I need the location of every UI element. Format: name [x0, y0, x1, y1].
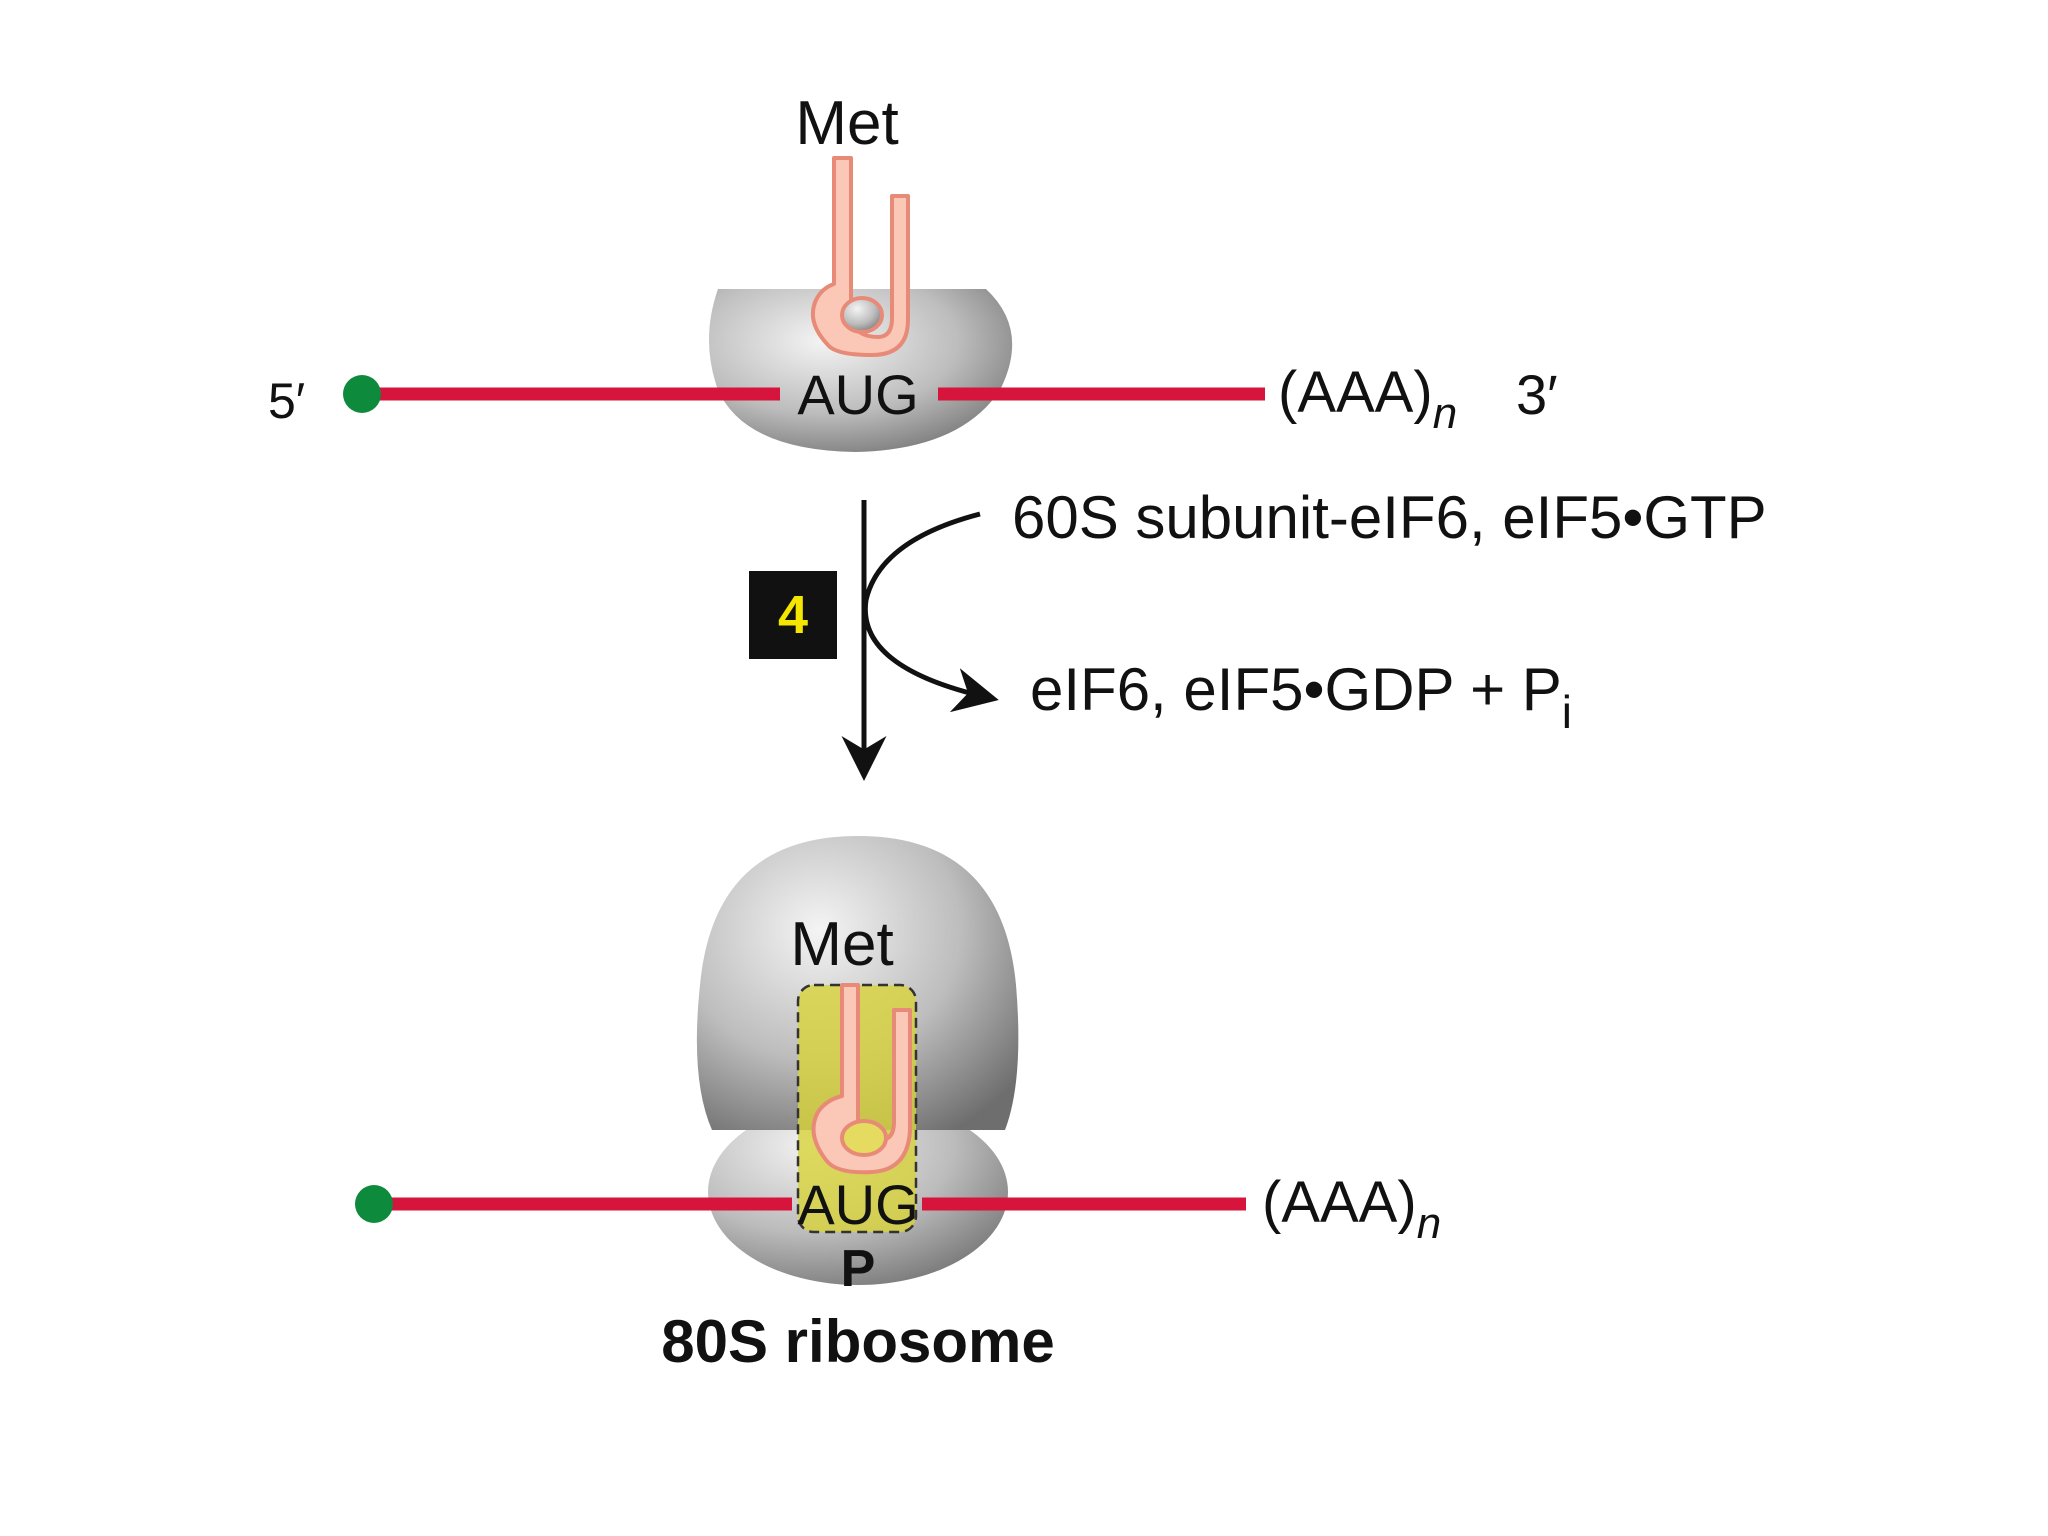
step-output-text: eIF6, eIF5•GDP + P	[1030, 656, 1562, 723]
top-met-label: Met	[795, 89, 898, 158]
step-output-label: eIF6, eIF5•GDP + Pi	[1030, 656, 1572, 738]
top-poly-a-tail: (AAA)n	[1278, 360, 1457, 438]
p-site-label: P	[841, 1240, 876, 1298]
bottom-poly-a-text: (AAA)	[1262, 1170, 1417, 1235]
trna-anticodon-loop-hole	[840, 296, 884, 334]
bottom-poly-a-tail: (AAA)n	[1262, 1170, 1441, 1248]
three-prime-label: 3′	[1516, 363, 1558, 426]
top-codon-label: AUG	[797, 363, 918, 426]
top-initiation-complex: Met AUG 5′ (AAA)n 3′	[268, 89, 1558, 452]
factor-exchange-arrow	[862, 511, 999, 713]
bottom-80s-ribosome: Met AUG P (AAA)n 80S ribosome	[355, 836, 1441, 1375]
five-prime-cap	[343, 375, 381, 413]
step-input-label: 60S subunit-eIF6, eIF5•GTP	[1012, 484, 1767, 551]
bottom-trna-loop-hole	[840, 1119, 888, 1157]
bottom-five-prime-cap	[355, 1185, 393, 1223]
bottom-codon-label: AUG	[797, 1173, 918, 1236]
small-ribosomal-subunit-40s	[709, 289, 1013, 452]
ribosome-title: 80S ribosome	[661, 1308, 1055, 1375]
step-output-subscript: i	[1562, 686, 1572, 738]
step-number-box	[749, 571, 837, 659]
step-4-transition: 4 60S subunit-eIF6, eIF5•GTP eIF6, eIF5•…	[749, 484, 1767, 781]
bottom-met-label: Met	[790, 910, 893, 979]
step-number: 4	[778, 585, 808, 645]
bottom-poly-a-subscript: n	[1417, 1199, 1441, 1248]
five-prime-label: 5′	[268, 373, 305, 429]
initiator-trna	[811, 156, 910, 357]
top-poly-a-text: (AAA)	[1278, 360, 1433, 425]
top-poly-a-subscript: n	[1433, 389, 1457, 438]
